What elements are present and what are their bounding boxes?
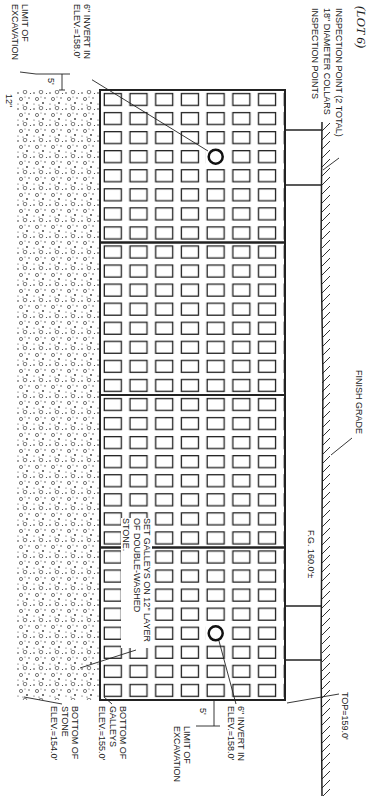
stone-layer xyxy=(16,90,100,700)
leader-line xyxy=(331,438,352,455)
invert-pipe xyxy=(209,150,223,164)
galley-unit xyxy=(100,90,285,243)
elevation-note: F.G. 160.0'± xyxy=(306,530,316,578)
leader-line xyxy=(80,650,136,668)
excavation-limit-line xyxy=(36,74,70,75)
dimension-line xyxy=(214,700,215,726)
callout-note: LIMIT OF EXCAVATION xyxy=(171,726,192,792)
leader-line xyxy=(104,697,112,704)
callout-note: SET GALLEYS ON 12" LAYER OF DOUBLE-WASHE… xyxy=(121,518,152,648)
dimension-label: 12" xyxy=(4,94,14,107)
inspection-collar xyxy=(285,130,322,185)
callout-note: 18" DIAMETER COLLARS xyxy=(322,8,332,115)
collar-wall xyxy=(285,129,322,131)
elevation-note: BOTTOM OF STONE ELEV.=154.0' xyxy=(49,706,80,780)
collar-wall xyxy=(285,659,322,661)
leader-line xyxy=(287,694,339,703)
callout-note: FINISH GRADE xyxy=(354,370,364,434)
galley-unit xyxy=(100,243,285,396)
callout-note: INSPECTION POINTS xyxy=(310,8,320,99)
elevation-note: 6" INVERT IN ELEV.=158.0' xyxy=(225,706,246,792)
elevation-note: TOP=159.0' xyxy=(340,692,350,740)
callout-note: LIMIT OF EXCAVATION xyxy=(9,4,30,70)
invert-ground xyxy=(206,148,226,165)
invert-ground xyxy=(206,625,226,642)
grade-hatch xyxy=(322,122,331,796)
collar-wall xyxy=(285,184,322,186)
dimension-tick xyxy=(59,90,65,91)
leader-lines xyxy=(20,72,352,726)
elevation-note: BOTTOM OF GALLEYS ELEV.=155.0' xyxy=(97,706,128,780)
collar-wall xyxy=(285,605,322,607)
lot-title: (LOT 6) xyxy=(353,6,368,48)
leader-line xyxy=(81,73,208,151)
invert-pipe xyxy=(209,626,223,640)
finish-grade-line xyxy=(321,122,323,796)
dimension-line xyxy=(62,74,63,90)
dimension-label: 5' xyxy=(198,708,208,715)
leader-line xyxy=(219,641,236,704)
dimension-label: 5' xyxy=(46,78,56,85)
excavation-limit-line xyxy=(196,726,220,727)
leader-line xyxy=(20,72,36,74)
galley-units xyxy=(100,90,285,700)
callout-note: INSPECTION POINT (2 TOTAL) xyxy=(334,8,344,137)
leader-line xyxy=(24,697,62,704)
leader-line xyxy=(323,158,339,170)
elevation-note: 6" INVERT IN ELEV.=158.0' xyxy=(71,4,92,88)
inspection-collar xyxy=(285,606,322,660)
